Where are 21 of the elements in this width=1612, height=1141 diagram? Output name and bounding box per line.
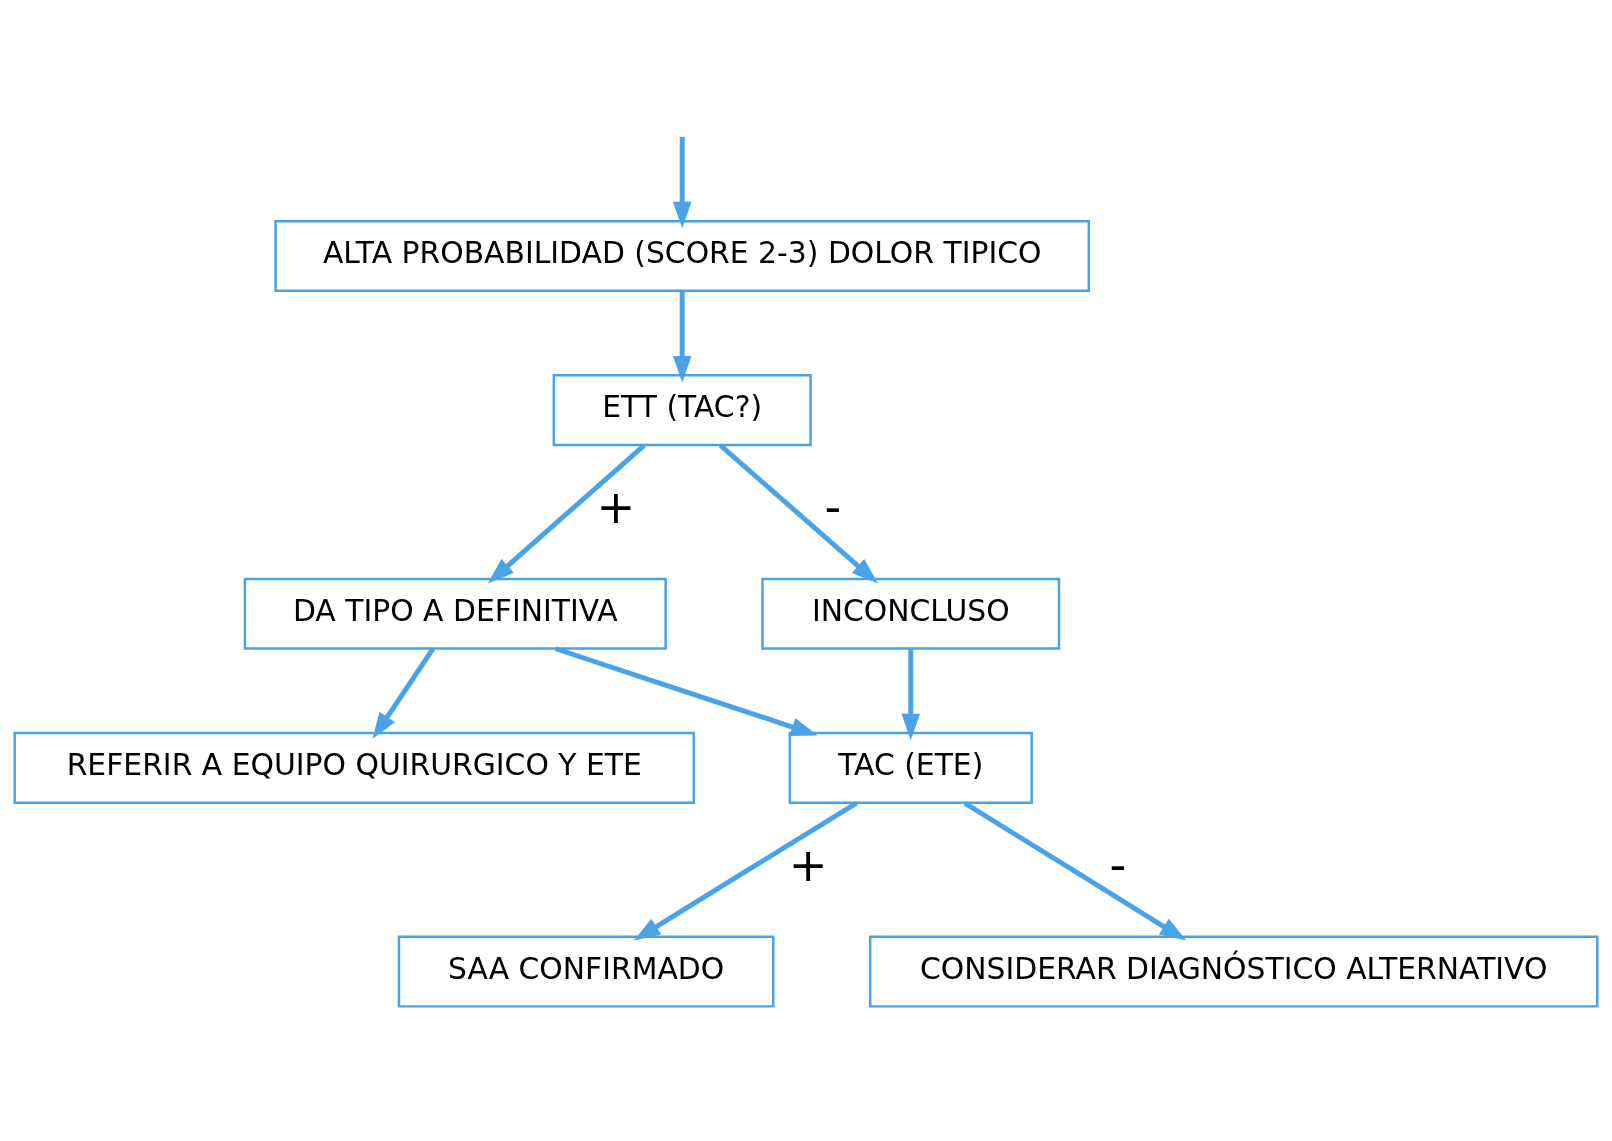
arrow bbox=[672, 136, 692, 228]
node-box: DA TIPO A DEFINITIVA bbox=[243, 577, 667, 650]
node-box: INCONCLUSO bbox=[761, 577, 1061, 650]
arrow bbox=[963, 800, 1187, 941]
node-box: ETT (TAC?) bbox=[552, 373, 812, 446]
arrow bbox=[372, 647, 435, 739]
edge-label: + bbox=[596, 479, 636, 534]
arrow bbox=[672, 290, 692, 383]
edge-label: + bbox=[788, 837, 828, 892]
arrow bbox=[555, 645, 818, 736]
node-box: TAC (ETE) bbox=[788, 731, 1033, 804]
arrow bbox=[718, 442, 879, 583]
arrow bbox=[487, 442, 646, 583]
node-box: ALTA PROBABILIDAD (SCORE 2-3) DOLOR TIPICO bbox=[274, 219, 1091, 292]
node-box: REFERIR A EQUIPO QUIRURGICO Y ETE bbox=[13, 731, 696, 804]
node-box: CONSIDERAR DIAGNÓSTICO ALTERNATIVO bbox=[868, 935, 1599, 1008]
arrow bbox=[901, 648, 921, 740]
node-box: SAA CONFIRMADO bbox=[397, 935, 775, 1008]
edge-label: - bbox=[824, 479, 842, 534]
edge-label: - bbox=[1109, 837, 1127, 892]
arrow bbox=[633, 800, 858, 941]
